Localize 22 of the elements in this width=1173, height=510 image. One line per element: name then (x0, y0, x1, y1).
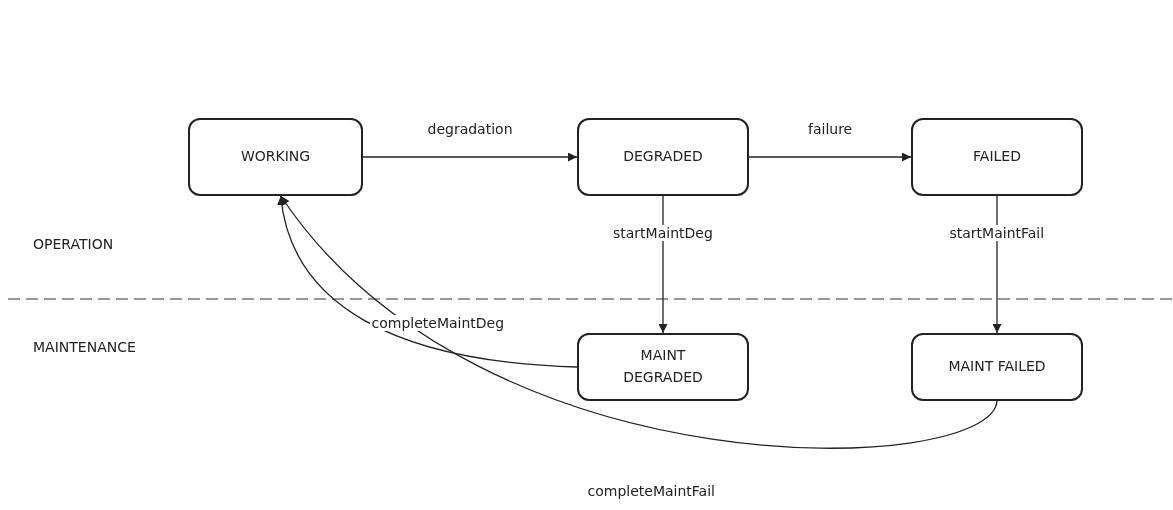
edge-label: degradation (425, 121, 515, 137)
state-box (577, 118, 749, 196)
arrow (277, 195, 578, 368)
edge-label: startMaintDeg (611, 224, 715, 241)
edge-label: failure (806, 121, 855, 137)
state-name: FAILED (972, 147, 1022, 167)
region-label: OPERATION (33, 236, 114, 252)
arrow (658, 195, 668, 334)
state-box (911, 333, 1083, 401)
state-box (577, 333, 749, 401)
arrow (992, 195, 1002, 334)
state-name: WORKING (239, 147, 312, 167)
state-box (188, 118, 363, 196)
region-label: MAINTENANCE (33, 339, 136, 355)
edge-label: completeMaintFail (585, 483, 717, 499)
state-name: DEGRADED (622, 147, 704, 167)
arrow (748, 152, 912, 162)
state-name: MAINT FAILED (947, 357, 1047, 377)
state-name: MAINT DEGRADED (622, 346, 704, 387)
arrow (280, 195, 998, 449)
state-box (911, 118, 1083, 196)
arrow (362, 152, 578, 162)
